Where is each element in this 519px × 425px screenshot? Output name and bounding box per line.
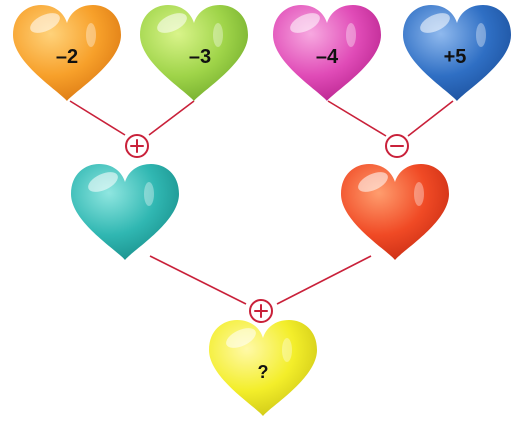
line-pink-to-minus — [328, 101, 386, 136]
line-green-to-plus — [149, 101, 194, 135]
heart-orange-label: –2 — [56, 46, 78, 68]
line-red-to-bottom-plus — [277, 256, 371, 304]
heart-orange: –2 — [13, 5, 121, 101]
heart-blue: +5 — [403, 5, 511, 101]
heart-green-label: –3 — [189, 46, 211, 68]
heart-yellow-result: ? — [209, 320, 317, 416]
heart-green: –3 — [140, 5, 248, 101]
operator-left-plus — [126, 135, 148, 157]
operator-bottom-plus — [250, 300, 272, 322]
result-question-mark: ? — [258, 362, 269, 382]
heart-teal — [71, 164, 179, 260]
heart-blue-label: +5 — [444, 46, 467, 68]
operator-right-minus — [386, 135, 408, 157]
line-orange-to-plus — [70, 101, 125, 135]
line-blue-to-minus — [408, 101, 453, 136]
heart-pink-label: –4 — [316, 46, 339, 68]
line-teal-to-bottom-plus — [150, 256, 246, 304]
heart-red — [341, 164, 449, 260]
heart-pink: –4 — [273, 5, 381, 101]
